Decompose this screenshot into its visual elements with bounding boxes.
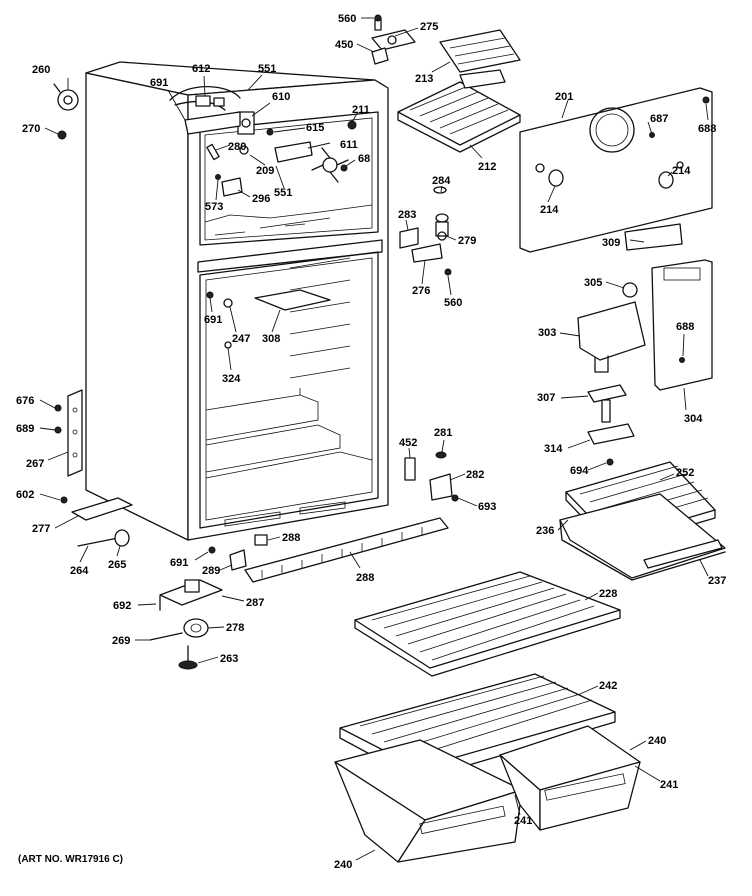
part-label: 211 bbox=[352, 104, 370, 116]
right-side-parts bbox=[577, 259, 713, 466]
part-label: 278 bbox=[226, 622, 244, 634]
art-number: (ART NO. WR17916 C) bbox=[18, 854, 123, 865]
part-label: 201 bbox=[555, 91, 573, 103]
crisper-cover-and-drawers bbox=[334, 673, 641, 863]
part-label: 213 bbox=[415, 73, 433, 85]
part-label: 314 bbox=[544, 443, 563, 455]
part-label: 237 bbox=[708, 575, 726, 587]
part-label: 305 bbox=[584, 277, 602, 289]
part-label: 279 bbox=[458, 235, 476, 247]
part-label: 611 bbox=[340, 139, 358, 151]
part-label: 269 bbox=[112, 635, 130, 647]
part-label: 304 bbox=[684, 413, 703, 425]
part-label: 296 bbox=[252, 193, 270, 205]
part-label: 602 bbox=[16, 489, 34, 501]
part-label: 689 bbox=[16, 423, 34, 435]
left-side-parts bbox=[53, 83, 449, 670]
part-label: 270 bbox=[22, 123, 40, 135]
part-label: 452 bbox=[399, 437, 417, 449]
part-label: 277 bbox=[32, 523, 50, 535]
part-label: 240 bbox=[334, 859, 352, 871]
part-label: 691 bbox=[170, 557, 188, 569]
part-label: 288 bbox=[356, 572, 374, 584]
part-label: 324 bbox=[222, 373, 241, 385]
part-label: 284 bbox=[432, 175, 451, 187]
part-label: 693 bbox=[478, 501, 496, 513]
part-label: 307 bbox=[537, 392, 555, 404]
part-label: 236 bbox=[536, 525, 554, 537]
center-small-parts bbox=[399, 186, 459, 502]
part-label: 276 bbox=[412, 285, 430, 297]
part-label: 560 bbox=[338, 13, 356, 25]
wire-shelf bbox=[354, 571, 621, 677]
part-label: 691 bbox=[150, 77, 168, 89]
evaporator-cover-panel bbox=[519, 87, 713, 253]
part-label: 303 bbox=[538, 327, 556, 339]
part-label: 282 bbox=[466, 469, 484, 481]
part-label: 560 bbox=[444, 297, 462, 309]
part-label: 287 bbox=[246, 597, 264, 609]
part-label: 688 bbox=[698, 123, 716, 135]
part-label: 260 bbox=[32, 64, 50, 76]
part-label: 450 bbox=[335, 39, 353, 51]
part-label: 68 bbox=[358, 153, 370, 165]
part-label: 615 bbox=[306, 122, 324, 134]
part-label: 280 bbox=[228, 141, 246, 153]
part-label: 687 bbox=[650, 113, 668, 125]
top-hinge-assembly bbox=[371, 14, 416, 65]
part-label: 688 bbox=[676, 321, 694, 333]
leader-lines bbox=[39, 17, 709, 861]
part-label: 247 bbox=[232, 333, 250, 345]
part-label: 676 bbox=[16, 395, 34, 407]
part-label: 691 bbox=[204, 314, 222, 326]
part-label: 267 bbox=[26, 458, 44, 470]
part-label: 573 bbox=[205, 201, 223, 213]
part-label: 692 bbox=[113, 600, 131, 612]
part-label: 252 bbox=[676, 467, 694, 479]
part-label: 209 bbox=[256, 165, 274, 177]
part-label: 275 bbox=[420, 21, 438, 33]
ice-tray-rack bbox=[397, 29, 521, 153]
part-label: 265 bbox=[108, 559, 126, 571]
part-label: 308 bbox=[262, 333, 280, 345]
part-number-labels: 560 275 450 213 260 270 691 612 551 610 … bbox=[16, 13, 726, 871]
part-label: 309 bbox=[602, 237, 620, 249]
part-label: 242 bbox=[599, 680, 617, 692]
refrigerator-cabinet bbox=[85, 61, 389, 541]
part-label: 241 bbox=[660, 779, 678, 791]
part-label: 289 bbox=[202, 565, 220, 577]
part-label: 694 bbox=[570, 465, 589, 477]
part-label: 551 bbox=[258, 63, 276, 75]
part-label: 551 bbox=[274, 187, 292, 199]
part-label: 283 bbox=[398, 209, 416, 221]
part-label: 241 bbox=[514, 815, 532, 827]
part-label: 288 bbox=[282, 532, 300, 544]
part-label: 612 bbox=[192, 63, 210, 75]
part-label: 214 bbox=[672, 165, 691, 177]
part-label: 281 bbox=[434, 427, 452, 439]
part-label: 263 bbox=[220, 653, 238, 665]
part-label: 240 bbox=[648, 735, 666, 747]
meat-pan-assembly bbox=[559, 461, 726, 581]
part-label: 228 bbox=[599, 588, 617, 600]
part-label: 214 bbox=[540, 204, 559, 216]
part-label: 264 bbox=[70, 565, 89, 577]
part-label: 610 bbox=[272, 91, 290, 103]
part-label: 212 bbox=[478, 161, 496, 173]
